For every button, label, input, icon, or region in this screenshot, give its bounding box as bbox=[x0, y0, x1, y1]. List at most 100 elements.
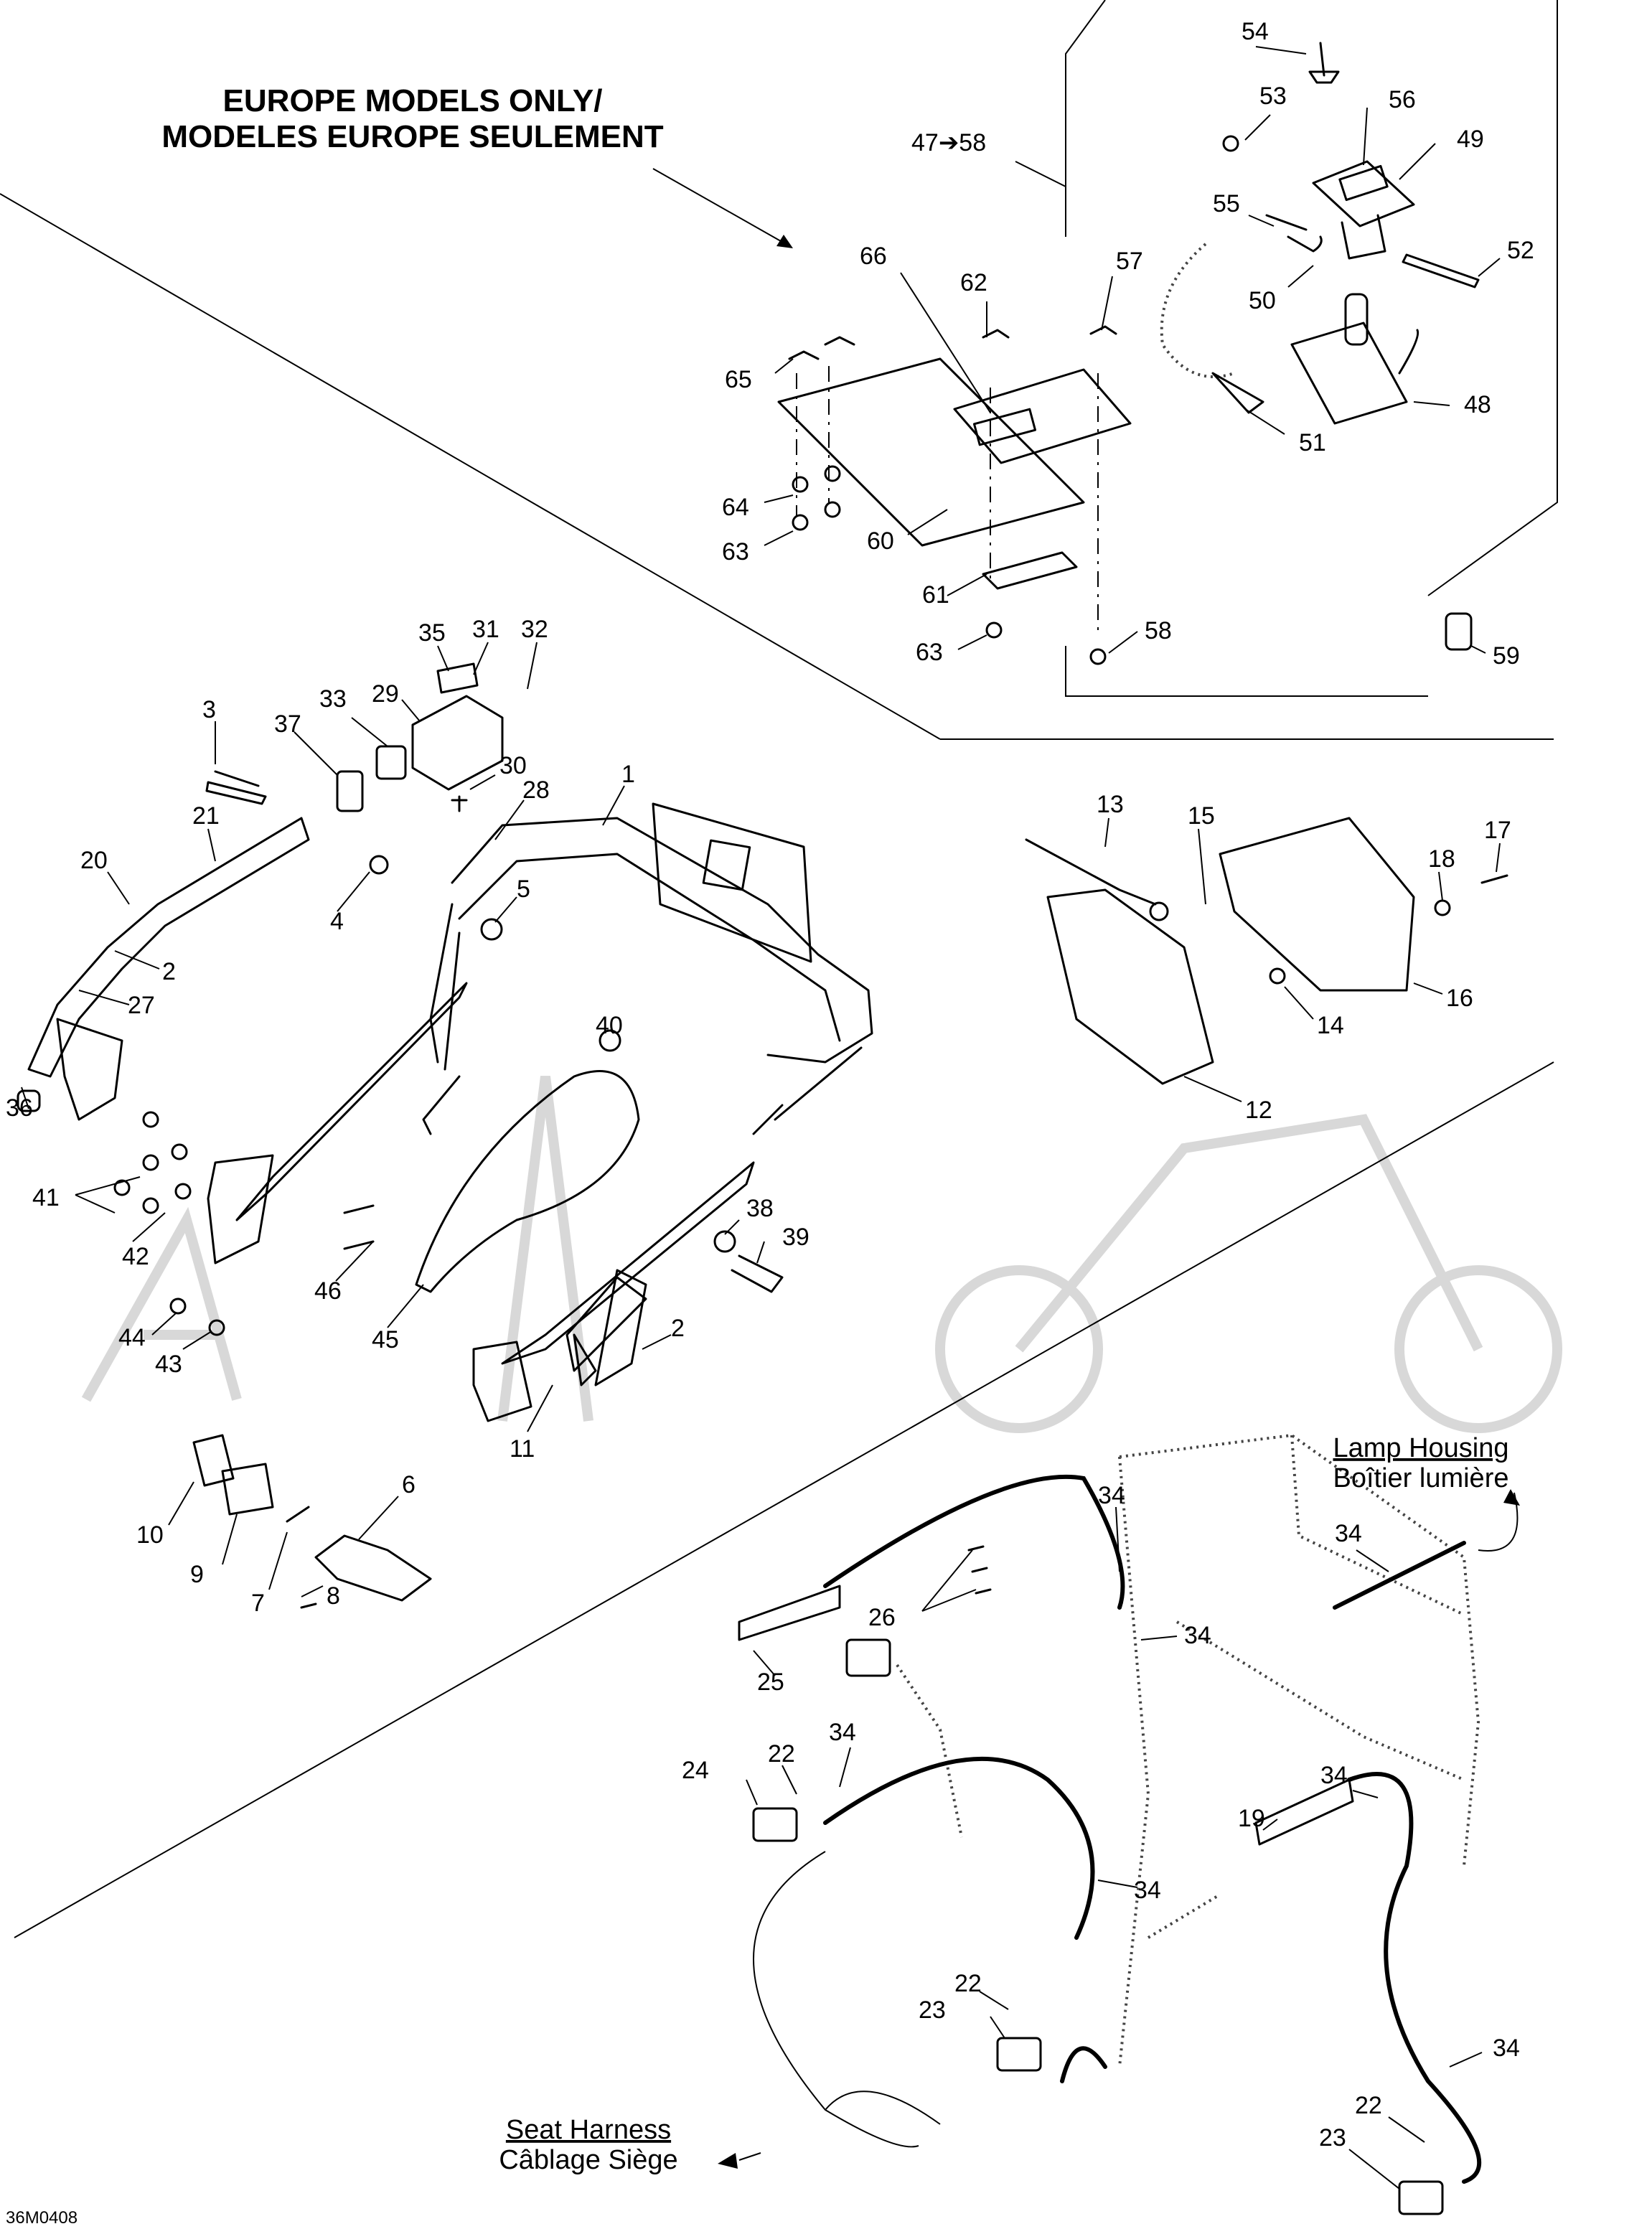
callout-39: 39 bbox=[782, 1224, 809, 1251]
part-handgrip-left bbox=[17, 781, 310, 1121]
callout-3: 3 bbox=[202, 696, 216, 723]
callout-38: 38 bbox=[746, 1195, 774, 1222]
callout-54: 54 bbox=[1242, 18, 1269, 45]
part-side-rails bbox=[207, 932, 755, 1422]
lower-diagonal-line bbox=[14, 1061, 1554, 1938]
part-bracket-group bbox=[192, 1434, 432, 1609]
callout-26: 26 bbox=[868, 1604, 896, 1631]
callout-9: 9 bbox=[190, 1561, 204, 1588]
callout-43: 43 bbox=[155, 1351, 182, 1378]
callout-46: 46 bbox=[314, 1277, 342, 1305]
callout-15: 15 bbox=[1188, 802, 1215, 830]
callout-59: 59 bbox=[1493, 642, 1520, 670]
caption-arrows bbox=[718, 1489, 1520, 2169]
callout-41: 41 bbox=[32, 1184, 60, 1211]
header-arrowhead bbox=[776, 235, 793, 248]
part-harness-wires bbox=[738, 1474, 1482, 2215]
callout-60: 60 bbox=[867, 527, 894, 555]
callout-1: 1 bbox=[621, 761, 635, 788]
callout-55: 55 bbox=[1213, 190, 1240, 217]
caption-seat-harness-en: Seat Harness bbox=[506, 2115, 671, 2145]
callout-leaders bbox=[21, 46, 1501, 2190]
callout-19: 19 bbox=[1238, 1805, 1265, 1832]
callout-17: 17 bbox=[1484, 817, 1511, 844]
callout-4: 4 bbox=[330, 908, 344, 935]
part-plate-bracket bbox=[777, 357, 1132, 632]
callout-34-bottom: 34 bbox=[1493, 2035, 1520, 2062]
callout-36: 36 bbox=[6, 1094, 33, 1122]
callout-2-lower: 2 bbox=[671, 1315, 685, 1342]
callout-64: 64 bbox=[722, 494, 749, 521]
watermark bbox=[81, 1076, 1562, 1433]
part-seat-pad bbox=[415, 1070, 640, 1293]
callout-7: 7 bbox=[251, 1590, 265, 1617]
part-hinge-plate bbox=[1290, 160, 1419, 425]
section-lines bbox=[0, 193, 1554, 1938]
callout-34-mid: 34 bbox=[1184, 1622, 1211, 1649]
callout-42: 42 bbox=[122, 1243, 149, 1270]
callout-10: 10 bbox=[136, 1521, 164, 1549]
callout-2: 2 bbox=[162, 958, 176, 985]
callout-40: 40 bbox=[596, 1012, 623, 1039]
callouts: 54 53 56 49 55 52 50 66 62 57 65 48 51 6… bbox=[6, 18, 1534, 2151]
callout-14: 14 bbox=[1317, 1012, 1344, 1039]
callout-16: 16 bbox=[1446, 985, 1473, 1012]
header-line-2: MODELES EUROPE SEULEMENT bbox=[161, 119, 663, 154]
callout-25: 25 bbox=[757, 1669, 784, 1696]
callout-28: 28 bbox=[522, 776, 550, 804]
callout-34-center: 34 bbox=[1134, 1877, 1161, 1904]
callout-22-bottom: 22 bbox=[1355, 2092, 1382, 2119]
europe-inset bbox=[1015, 0, 1558, 697]
upper-diagonal-line bbox=[0, 193, 941, 740]
callout-6: 6 bbox=[402, 1471, 416, 1498]
callout-48: 48 bbox=[1464, 391, 1491, 418]
callout-29: 29 bbox=[372, 680, 399, 708]
callout-34-lamp: 34 bbox=[1335, 1520, 1362, 1547]
callout-11: 11 bbox=[510, 1435, 535, 1463]
callout-51: 51 bbox=[1299, 429, 1326, 456]
callout-18: 18 bbox=[1428, 845, 1455, 873]
callout-66: 66 bbox=[860, 243, 887, 270]
callout-50: 50 bbox=[1249, 287, 1276, 314]
callout-61: 61 bbox=[922, 581, 949, 609]
callout-35: 35 bbox=[418, 619, 446, 647]
part-hardware-main bbox=[113, 770, 784, 1386]
callout-63: 63 bbox=[722, 538, 749, 566]
part-tail-lamp bbox=[1025, 817, 1508, 1085]
header-arrow bbox=[652, 168, 787, 245]
document-id: 36M0408 bbox=[6, 2208, 78, 2228]
callout-52: 52 bbox=[1507, 237, 1534, 264]
callout-5: 5 bbox=[517, 876, 530, 903]
part-handgrip-right bbox=[565, 1269, 647, 1386]
callout-37: 37 bbox=[274, 710, 301, 738]
callout-23-bottom: 23 bbox=[1319, 2124, 1346, 2151]
callout-31: 31 bbox=[472, 616, 499, 643]
callout-30: 30 bbox=[499, 752, 527, 779]
callout-27: 27 bbox=[128, 992, 155, 1019]
callout-34-top: 34 bbox=[1098, 1482, 1125, 1509]
callout-45: 45 bbox=[372, 1326, 399, 1353]
part-inset-hardware bbox=[788, 42, 1480, 665]
callout-34-left: 34 bbox=[829, 1719, 856, 1746]
callout-23: 23 bbox=[919, 1996, 946, 2024]
caption-seat-harness-fr: Câblage Siège bbox=[499, 2145, 677, 2175]
header-line-1: EUROPE MODELS ONLY/ bbox=[223, 83, 603, 118]
callout-56: 56 bbox=[1389, 86, 1416, 113]
part-dotted-frame-outline bbox=[896, 1433, 1480, 2068]
callout-53: 53 bbox=[1259, 83, 1287, 110]
callout-57: 57 bbox=[1116, 248, 1143, 275]
caption-lamp-housing-en: Lamp Housing bbox=[1333, 1433, 1508, 1463]
callout-62: 62 bbox=[960, 269, 987, 296]
part-switch-assembly bbox=[336, 662, 504, 812]
callout-49: 49 bbox=[1457, 126, 1484, 153]
callout-8: 8 bbox=[327, 1582, 340, 1610]
callout-20: 20 bbox=[80, 847, 108, 874]
callout-24: 24 bbox=[682, 1757, 709, 1784]
callout-63-lower: 63 bbox=[916, 639, 943, 666]
callout-44: 44 bbox=[118, 1324, 146, 1351]
callout-12: 12 bbox=[1245, 1097, 1272, 1124]
part-rack-frame bbox=[429, 802, 873, 1135]
callout-32: 32 bbox=[521, 616, 548, 643]
callout-33: 33 bbox=[319, 685, 347, 713]
